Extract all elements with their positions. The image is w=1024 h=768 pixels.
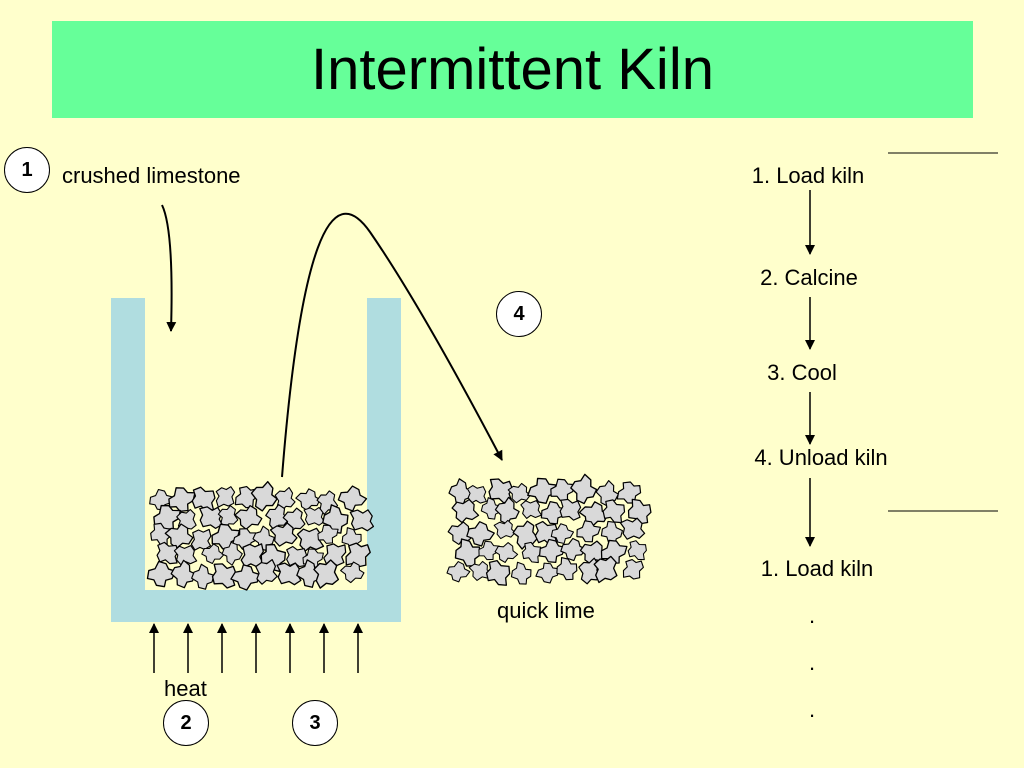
- quick-lime-pile: [444, 472, 656, 588]
- rock-chunk: [566, 472, 601, 507]
- step-load-kiln: 1. Load kiln: [751, 163, 865, 188]
- limestone-pile: [143, 480, 375, 595]
- step-badge-1: 1: [4, 147, 50, 193]
- continuation-dot: .: [808, 650, 816, 675]
- rock-chunk: [482, 557, 515, 588]
- heat-arrows: [149, 623, 363, 673]
- rock-chunk: [625, 538, 650, 562]
- rock-chunk: [349, 509, 375, 532]
- kiln-floor: [111, 590, 401, 622]
- load-arrow: [161, 204, 177, 332]
- quick-lime-label: quick lime: [497, 598, 595, 623]
- rock-chunk: [335, 482, 369, 515]
- rock-chunk: [198, 505, 224, 530]
- kiln-left-wall: [111, 298, 145, 590]
- crushed-limestone-label: crushed limestone: [62, 163, 241, 188]
- step-badge-3: 3: [292, 700, 338, 746]
- rock-chunk: [215, 486, 236, 508]
- step-calcine: 2. Calcine: [760, 265, 858, 290]
- continuation-dot: .: [808, 697, 816, 722]
- rock-chunk: [507, 560, 536, 588]
- rock-chunk: [621, 556, 646, 583]
- kiln-right-wall: [367, 298, 401, 590]
- rock-chunk: [303, 506, 325, 527]
- step-cool: 3. Cool: [767, 360, 837, 385]
- rock-chunk: [190, 528, 212, 552]
- step-load-kiln-repeat: 1. Load kiln: [760, 556, 874, 581]
- step-unload-kiln: 4. Unload kiln: [754, 445, 888, 470]
- title-bar: Intermittent Kiln: [52, 21, 973, 118]
- unload-arrow: [281, 212, 503, 478]
- step-badge-4: 4: [496, 291, 542, 337]
- continuation-dot: .: [808, 603, 816, 628]
- rock-chunk: [552, 555, 582, 584]
- page-title: Intermittent Kiln: [311, 37, 714, 102]
- heat-label: heat: [164, 676, 207, 701]
- step-badge-2: 2: [163, 700, 209, 746]
